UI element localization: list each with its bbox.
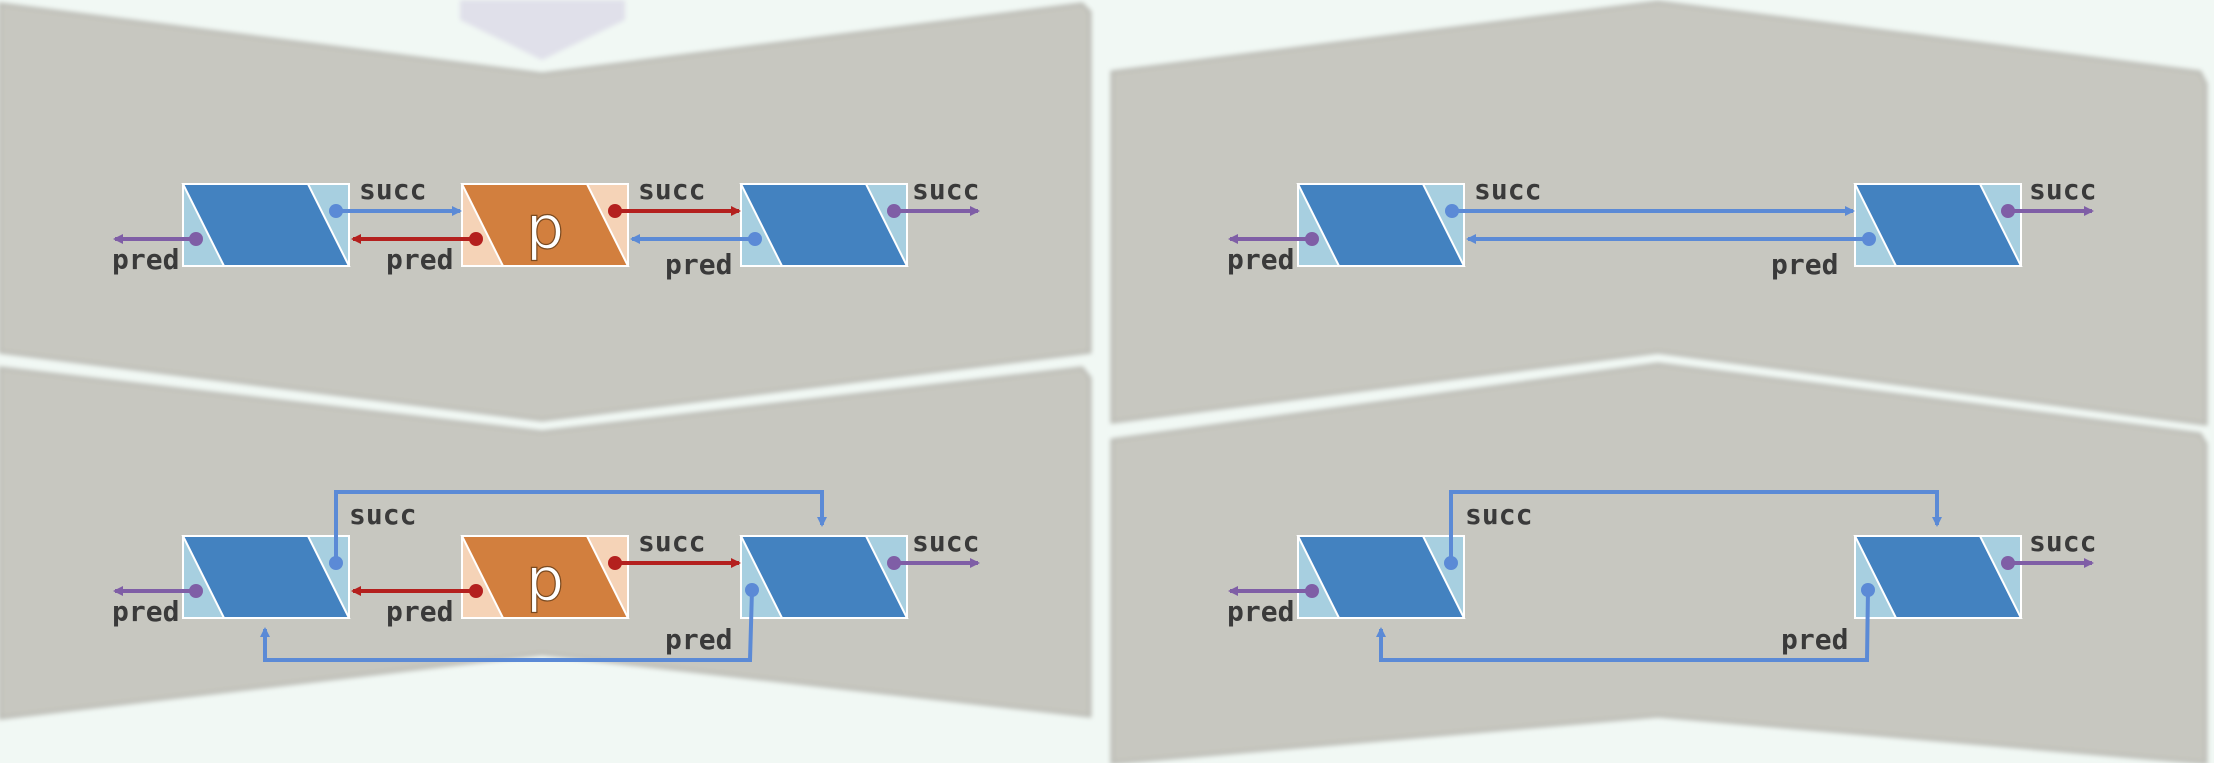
succ-pointer [329, 204, 462, 218]
pred-pointer [1466, 232, 1876, 246]
succ-pointer [887, 556, 980, 570]
pred-label: pred [1227, 243, 1294, 276]
flow-arrow-icon [460, 0, 625, 60]
pred-pointer [630, 232, 762, 246]
list-node [181, 183, 351, 267]
succ-label: succ [2029, 173, 2096, 206]
succ-label: succ [1474, 173, 1541, 206]
succ-pointer [1445, 204, 1855, 218]
succ-pointer [608, 204, 741, 218]
succ-label: succ [912, 173, 979, 206]
succ-label: succ [2029, 525, 2096, 558]
panel-bottom-right-content: succ succ pred pred [1227, 490, 2096, 662]
pred-label: pred [112, 243, 179, 276]
panel-top-left-content: p succ [112, 173, 980, 281]
pred-pointer [351, 232, 483, 246]
list-node [739, 183, 909, 267]
pred-pointer [1376, 583, 1875, 662]
node-p: p [460, 183, 630, 267]
pred-pointer [1228, 232, 1319, 246]
succ-label: succ [912, 525, 979, 558]
panel-bottom-left-content: p succ [112, 490, 980, 662]
succ-pointer [2001, 556, 2094, 570]
pred-label: pred [112, 595, 179, 628]
panel-top-right-content: succ succ pred pred [1227, 173, 2096, 281]
pred-label: pred [665, 248, 732, 281]
list-node [181, 535, 351, 619]
succ-label: succ [638, 525, 705, 558]
succ-pointer [608, 556, 741, 570]
pred-label: pred [1227, 595, 1294, 628]
list-node [1853, 183, 2023, 267]
succ-pointer [2001, 204, 2094, 218]
succ-pointer [887, 204, 980, 218]
succ-label: succ [638, 173, 705, 206]
node-p-label: p [526, 193, 564, 263]
pred-label: pred [665, 623, 732, 656]
pred-pointer [113, 232, 203, 246]
pred-label: pred [1781, 623, 1848, 656]
list-node [739, 535, 909, 619]
succ-label: succ [359, 173, 426, 206]
pred-pointer [113, 584, 203, 598]
pred-pointer [260, 583, 759, 662]
succ-pointer [329, 490, 827, 570]
panel-bottom-right [1110, 362, 2208, 763]
succ-label: succ [349, 498, 416, 531]
node-p-label: p [526, 545, 564, 615]
list-node [1853, 535, 2023, 619]
pred-label: pred [386, 595, 453, 628]
node-p: p [460, 535, 630, 619]
pred-label: pred [1771, 248, 1838, 281]
list-node [1296, 183, 1466, 267]
list-node [1296, 535, 1466, 619]
succ-pointer [1444, 490, 1942, 570]
succ-label: succ [1465, 498, 1532, 531]
pred-pointer [351, 584, 483, 598]
pred-label: pred [386, 243, 453, 276]
pred-pointer [1228, 584, 1319, 598]
